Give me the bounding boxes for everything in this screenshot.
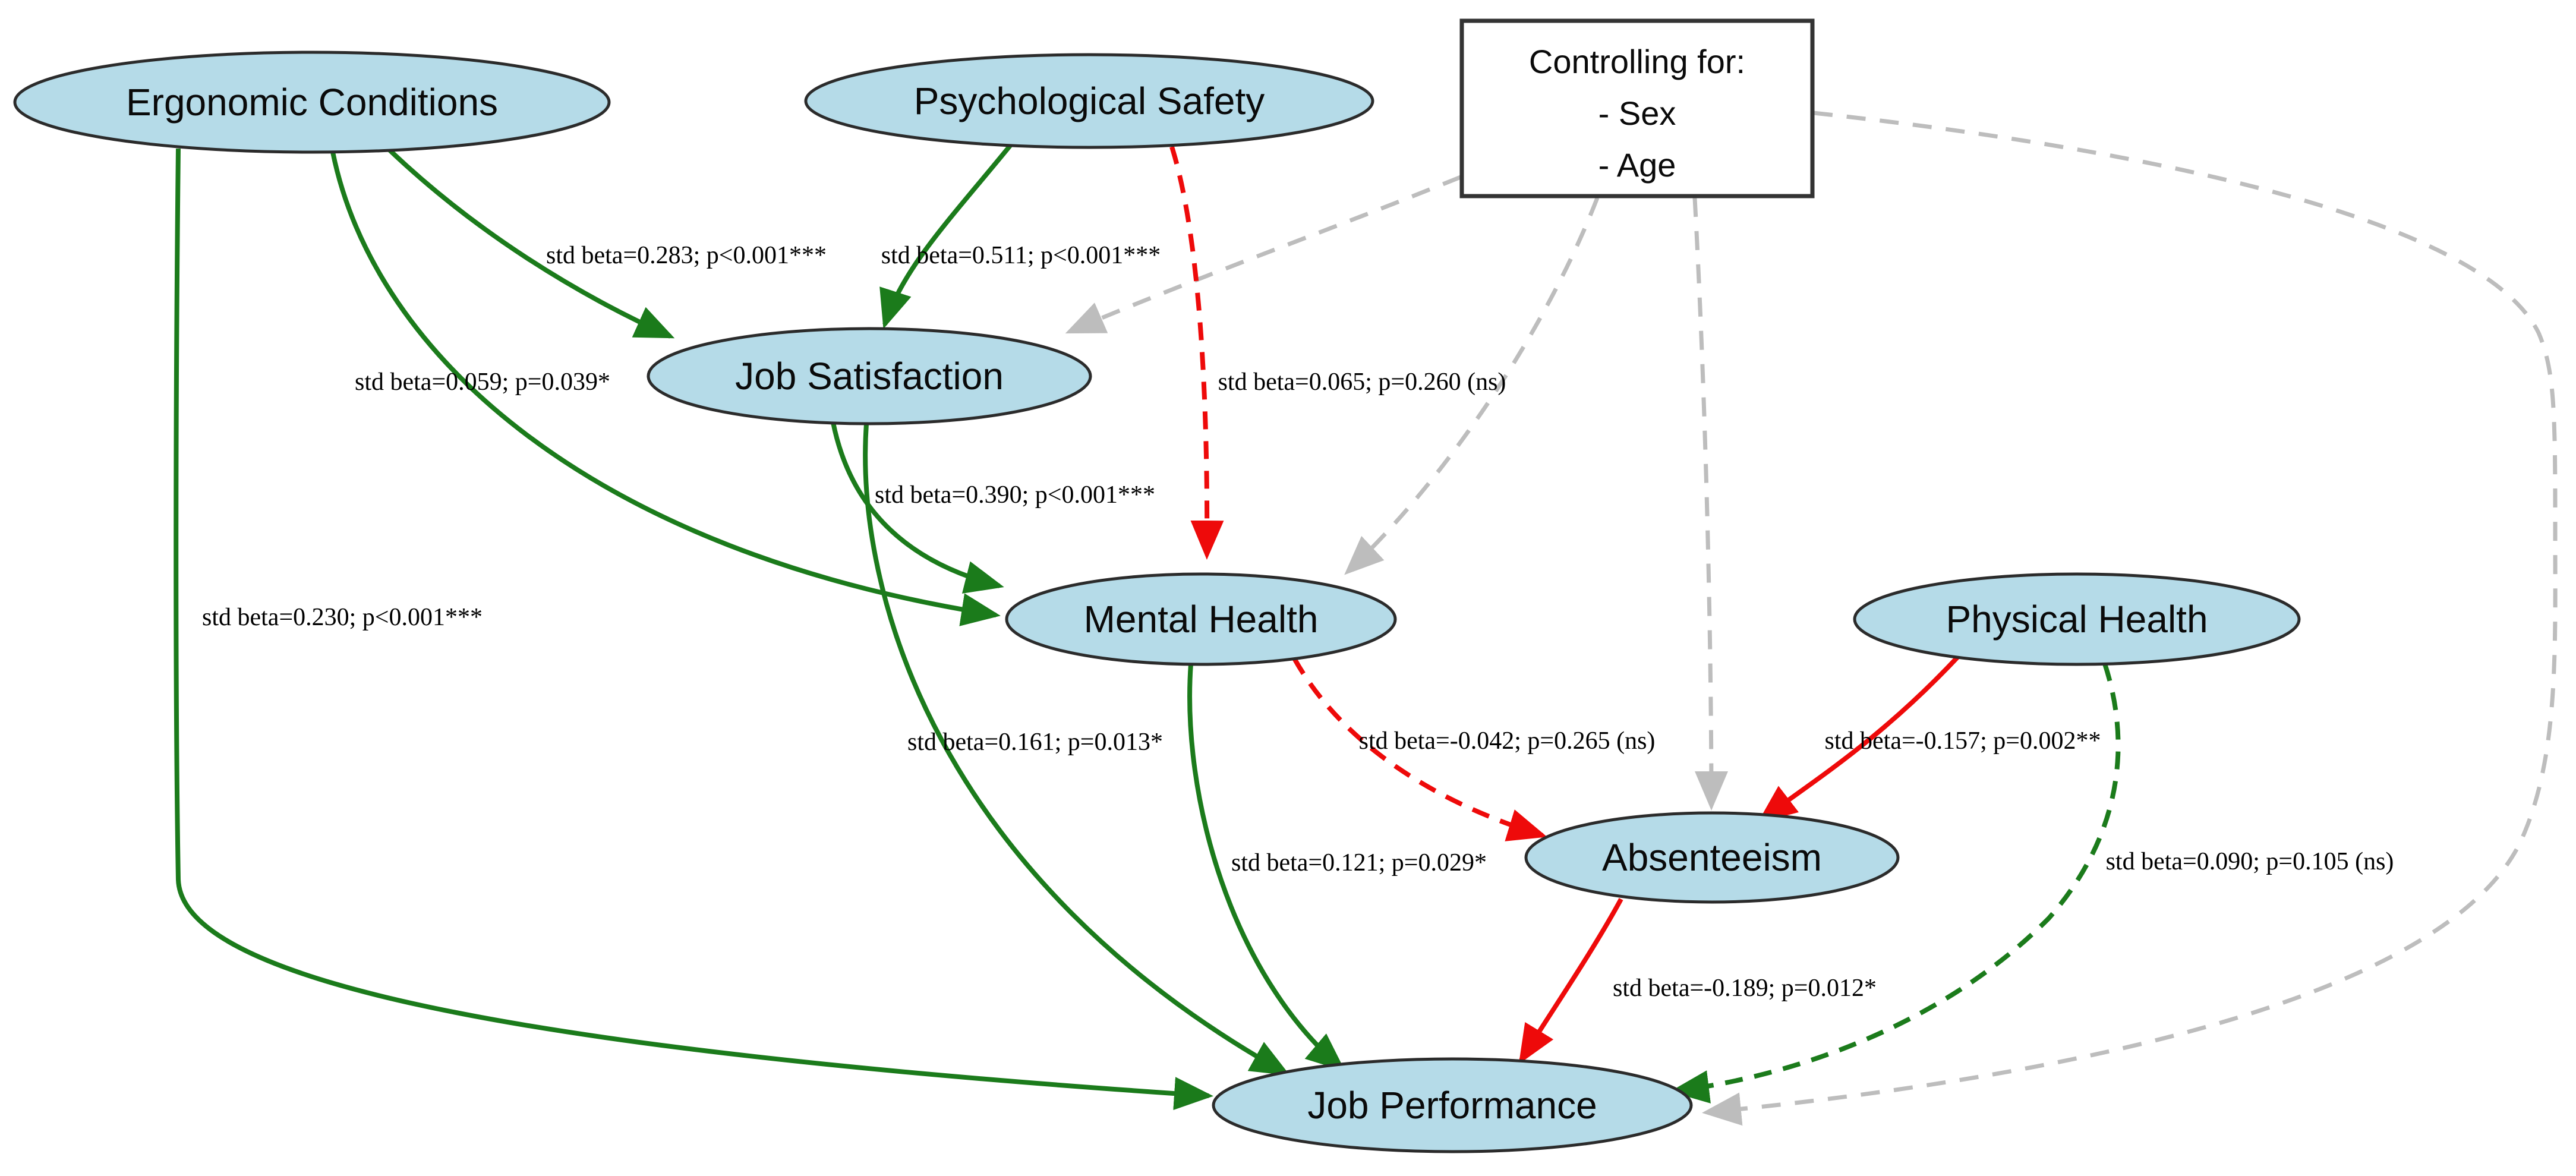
edge-ergonomic-mental-health bbox=[330, 152, 1001, 626]
node-label-physical-health: Physical Health bbox=[1946, 598, 2208, 641]
edge-label-ergonomic-mental-health: std beta=0.059; p=0.039* bbox=[355, 368, 610, 396]
edge-label-jobsatisfaction-job-performance: std beta=0.161; p=0.013* bbox=[907, 729, 1163, 756]
control-box: Controlling for: - Sex - Age bbox=[1459, 18, 1815, 198]
edge-label-jobsatisfaction-mental-health: std beta=0.390; p<0.001*** bbox=[875, 481, 1155, 509]
edge-label-absenteeism-job-performance: std beta=-0.189; p=0.012* bbox=[1613, 975, 1877, 1002]
node-label-psychological-safety: Psychological Safety bbox=[914, 80, 1265, 122]
control-box-item-age: - Age bbox=[1598, 146, 1676, 184]
edge-mentalhealth-job-performance bbox=[1187, 663, 1346, 1072]
control-box-title: Controlling for: bbox=[1529, 43, 1745, 80]
edge-physicalhealth-job-performance bbox=[1670, 663, 2121, 1104]
edge-label-ergonomic-job-performance: std beta=0.230; p<0.001*** bbox=[202, 604, 483, 631]
edge-label-physicalhealth-job-performance: std beta=0.090; p=0.105 (ns) bbox=[2106, 848, 2394, 875]
node-ergonomic-conditions: Ergonomic Conditions bbox=[13, 51, 611, 154]
edge-ergonomic-job-satisfaction bbox=[387, 148, 675, 339]
edge-ergonomic-job-performance bbox=[174, 148, 1213, 1111]
edge-physicalhealth-absenteeism bbox=[1757, 653, 1962, 823]
edge-label-psychsafety-mental-health: std beta=0.065; p=0.260 (ns) bbox=[1218, 368, 1506, 396]
node-absenteeism: Absenteeism bbox=[1524, 811, 1900, 904]
node-job-satisfaction: Job Satisfaction bbox=[647, 327, 1092, 425]
node-label-absenteeism: Absenteeism bbox=[1602, 836, 1822, 879]
node-label-mental-health: Mental Health bbox=[1084, 598, 1319, 641]
node-label-ergonomic-conditions: Ergonomic Conditions bbox=[126, 81, 498, 124]
node-job-performance: Job Performance bbox=[1212, 1057, 1693, 1153]
edge-jobsatisfaction-mental-health bbox=[831, 422, 1004, 594]
edge-label-physicalhealth-absenteeism: std beta=-0.157; p=0.002** bbox=[1825, 727, 2101, 755]
edge-mentalhealth-absenteeism bbox=[1292, 657, 1547, 841]
node-mental-health: Mental Health bbox=[1005, 572, 1397, 666]
node-physical-health: Physical Health bbox=[1853, 572, 2301, 666]
node-psychological-safety: Psychological Safety bbox=[804, 53, 1374, 149]
edge-label-mentalhealth-absenteeism: std beta=-0.042; p=0.265 (ns) bbox=[1359, 727, 1656, 755]
edge-label-mentalhealth-job-performance: std beta=0.121; p=0.029* bbox=[1231, 849, 1487, 877]
edge-psychsafety-mental-health bbox=[1169, 146, 1224, 560]
control-box-item-sex: - Sex bbox=[1598, 94, 1676, 132]
edge-absenteeism-job-performance bbox=[1518, 898, 1623, 1064]
edge-controls-absenteeism bbox=[1692, 197, 1728, 811]
edge-controls-job-satisfaction bbox=[1065, 175, 1462, 334]
node-label-job-satisfaction: Job Satisfaction bbox=[735, 355, 1004, 398]
edge-label-psychsafety-job-satisfaction: std beta=0.511; p<0.001*** bbox=[881, 242, 1161, 269]
edge-psychsafety-job-satisfaction bbox=[879, 144, 1013, 329]
node-label-job-performance: Job Performance bbox=[1307, 1084, 1597, 1127]
edge-jobsatisfaction-job-performance bbox=[863, 423, 1290, 1076]
edge-label-ergonomic-job-satisfaction: std beta=0.283; p<0.001*** bbox=[546, 242, 827, 269]
